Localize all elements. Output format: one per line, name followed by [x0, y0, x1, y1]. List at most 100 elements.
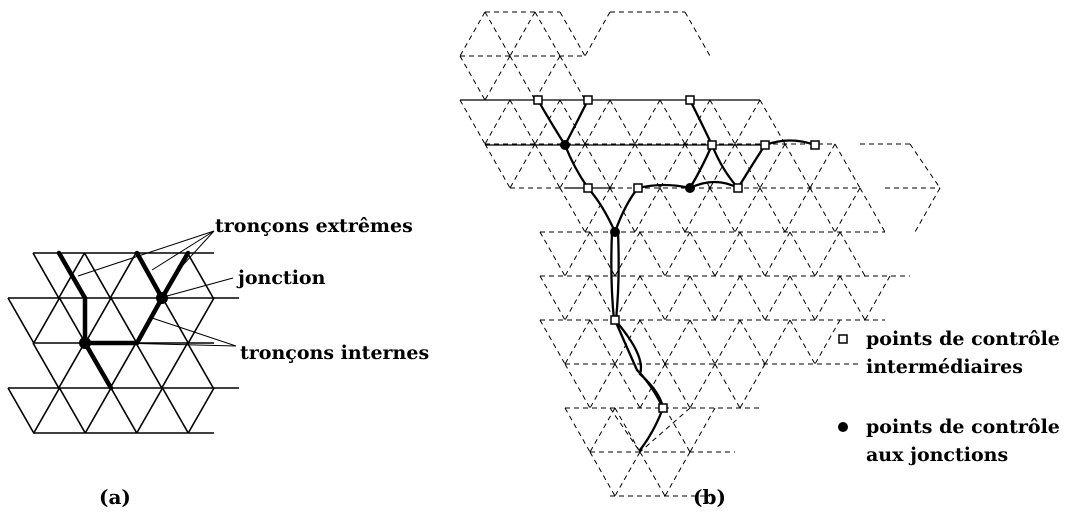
- mesh-edge: [639, 275, 666, 321]
- mesh-edge: [739, 319, 766, 365]
- curve-segment: [610, 230, 616, 322]
- mesh-edge: [564, 231, 591, 277]
- mesh-edge: [864, 275, 891, 321]
- mesh-edge: [584, 143, 611, 189]
- mesh-edge: [839, 231, 866, 277]
- mesh-edge: [534, 11, 561, 57]
- mesh-edge: [709, 99, 736, 145]
- panel-b-curves: [536, 98, 817, 452]
- mesh-edge: [509, 143, 536, 189]
- extreme-segment-2: [134, 250, 165, 301]
- mesh-edge: [539, 275, 566, 321]
- mesh-edge: [689, 275, 716, 321]
- intermediate-point: [583, 95, 593, 105]
- legend-junction-line2: aux jonctions: [866, 444, 1008, 466]
- intermediate-point: [733, 183, 743, 193]
- mesh-edge: [589, 407, 616, 453]
- mesh-edge: [659, 143, 686, 189]
- mesh-edge: [564, 319, 591, 365]
- leader-line: [151, 317, 237, 347]
- mesh-edge: [609, 187, 636, 233]
- mesh-edge: [664, 363, 691, 409]
- intermediate-point: [760, 140, 770, 150]
- mesh-edge: [109, 342, 137, 389]
- mesh-edge: [714, 231, 741, 277]
- mesh-edge: [32, 252, 60, 299]
- mesh-edge: [589, 451, 616, 497]
- mesh-edge: [639, 451, 666, 497]
- mesh-edge: [564, 363, 591, 409]
- legend-intermediate-line1: points de contrôle: [866, 328, 1060, 350]
- mesh-edge: [664, 451, 691, 497]
- mesh-edge: [584, 11, 611, 57]
- mesh-edge: [484, 99, 511, 145]
- mesh-edge: [84, 387, 112, 434]
- mesh-edge: [739, 363, 766, 409]
- curve-segment: [688, 180, 740, 190]
- mesh-edge: [714, 363, 741, 409]
- leader-line: [114, 342, 237, 347]
- leader-line: [151, 230, 215, 271]
- mesh-edge: [484, 55, 511, 101]
- caption-b: (b): [693, 485, 726, 509]
- mesh-edge: [564, 275, 591, 321]
- mesh-edge: [809, 187, 836, 233]
- mesh-edge: [32, 342, 60, 389]
- mesh-edge: [161, 342, 189, 389]
- mesh-edge: [809, 143, 836, 189]
- mesh-edge: [739, 231, 766, 277]
- mesh-edge: [135, 342, 163, 389]
- mesh-edge: [689, 319, 716, 365]
- mesh-edge: [459, 99, 486, 145]
- curve-segment: [613, 318, 665, 410]
- mesh-edge: [789, 319, 816, 365]
- mesh-edge: [136, 387, 164, 434]
- mesh-edge: [784, 187, 811, 233]
- mesh-edge: [484, 11, 511, 57]
- legend: points de contrôle intermédiaires points…: [838, 328, 1060, 466]
- mesh-edge: [784, 143, 811, 189]
- curve-segment: [563, 98, 590, 147]
- mesh-edge: [33, 387, 61, 434]
- mesh-edge: [187, 387, 215, 434]
- panel-a-extreme-segments: [56, 250, 191, 391]
- mesh-edge: [664, 319, 691, 365]
- mesh-edge: [584, 187, 611, 233]
- intermediate-point: [707, 140, 717, 150]
- curve-segment: [613, 318, 665, 410]
- mesh-edge: [609, 99, 636, 145]
- internal-segment-3: [134, 295, 165, 346]
- mesh-edge: [110, 387, 138, 434]
- mesh-edge: [684, 99, 711, 145]
- label-internal-segments: tronçons internes: [240, 342, 429, 364]
- mesh-edge: [509, 55, 536, 101]
- mesh-edge: [834, 143, 861, 189]
- intermediate-point: [685, 95, 695, 105]
- mesh-edge: [759, 143, 786, 189]
- mesh-edge: [659, 187, 686, 233]
- curve-segment: [763, 139, 817, 147]
- legend-junction-symbol: [838, 422, 848, 432]
- mesh-edge: [909, 143, 941, 189]
- mesh-edge: [659, 99, 686, 145]
- panel-b-junction-points: [560, 140, 695, 237]
- curve-segment: [614, 230, 620, 322]
- mesh-edge: [484, 143, 511, 189]
- intermediate-point: [810, 140, 820, 150]
- mesh-edge: [186, 342, 214, 389]
- mesh-edge: [814, 275, 841, 321]
- mesh-edge: [58, 342, 86, 389]
- mesh-edge: [739, 275, 766, 321]
- mesh-edge: [684, 143, 711, 189]
- mesh-edge: [764, 231, 791, 277]
- mesh-edge: [764, 319, 791, 365]
- mesh-edge: [764, 275, 791, 321]
- mesh-edge: [609, 143, 636, 189]
- curve-segment: [586, 186, 617, 234]
- mesh-edge: [559, 143, 586, 189]
- mesh-edge: [459, 11, 486, 57]
- curve-segment: [613, 183, 692, 234]
- mesh-edge: [459, 55, 486, 101]
- junction-point: [685, 183, 695, 193]
- mesh-edge: [639, 407, 691, 453]
